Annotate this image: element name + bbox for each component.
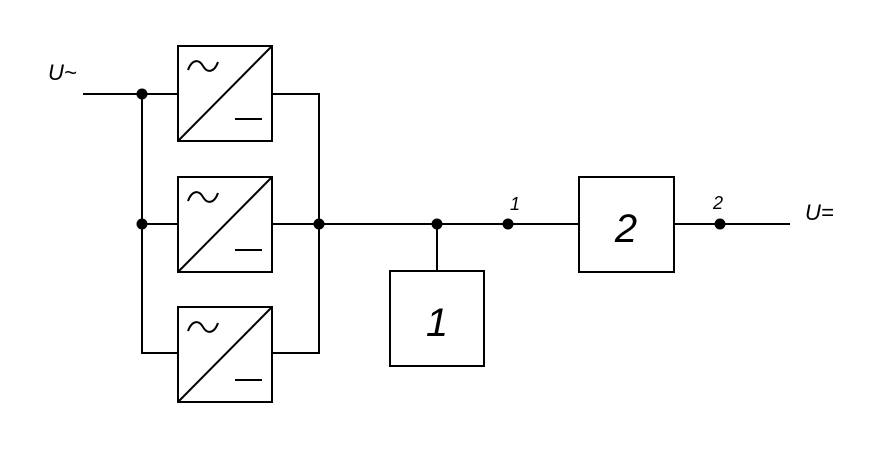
measurement-point-1 [502, 218, 514, 230]
junction-node [136, 218, 148, 230]
ac-dc-converter-icon [187, 60, 219, 72]
block-1: 1 [389, 270, 485, 367]
converter-1 [177, 45, 273, 142]
junction-node [431, 218, 443, 230]
converter-2 [177, 176, 273, 273]
block-2: 2 [578, 176, 675, 273]
converter-3 [177, 306, 273, 403]
junction-node [136, 88, 148, 100]
input-bus [141, 94, 178, 354]
output-voltage-label: U= [805, 200, 834, 225]
junction-node [313, 218, 325, 230]
measurement-point-2 [714, 218, 726, 230]
ac-dc-converter-icon [187, 321, 219, 333]
block-1-label: 1 [426, 301, 448, 345]
point-2-label: 2 [712, 193, 723, 213]
input-voltage-label: U~ [48, 60, 77, 85]
block-2-label: 2 [614, 207, 637, 251]
ac-dc-converter-icon [187, 191, 219, 203]
point-1-label: 1 [510, 194, 520, 214]
